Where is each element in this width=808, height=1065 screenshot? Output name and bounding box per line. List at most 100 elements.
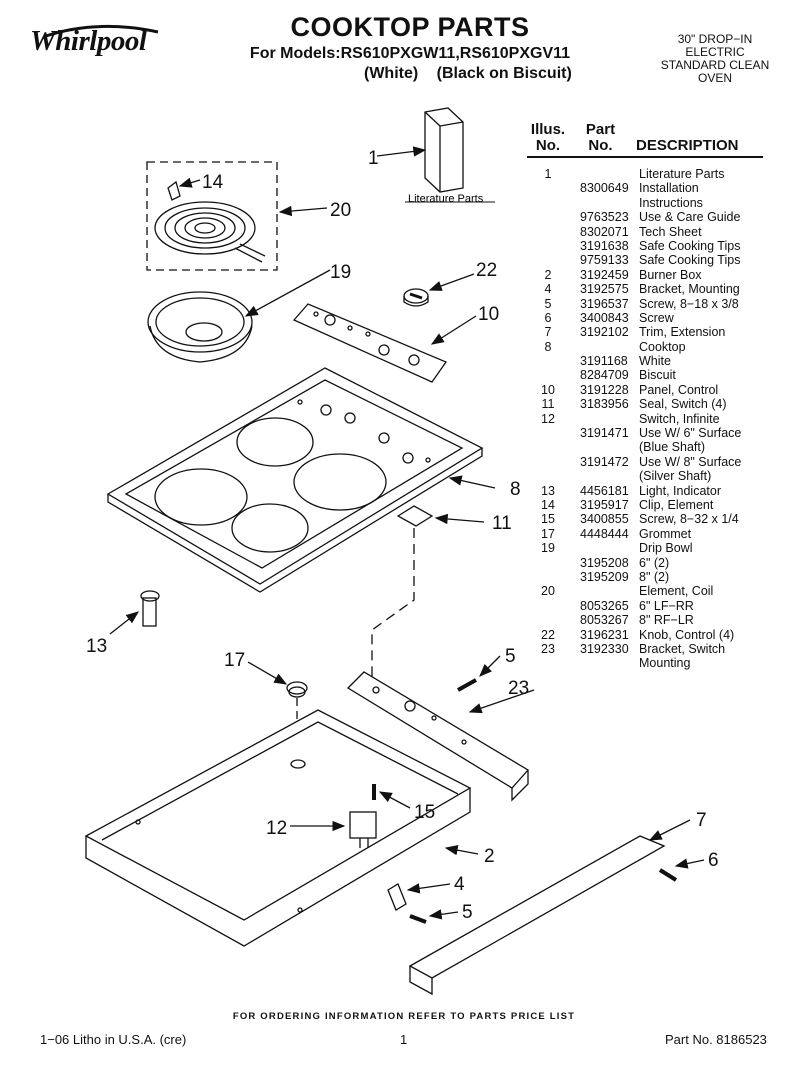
description-cell: 6" LF−RR	[639, 598, 694, 613]
description-cell: 6" (2)	[639, 555, 670, 570]
control-panel-graphic	[292, 303, 447, 383]
callout-13: 13	[86, 636, 107, 657]
drip-bowl-graphic	[147, 291, 253, 363]
litho-info: 1−06 Litho in U.S.A. (cre)	[40, 1032, 187, 1047]
column-header-part-line1: Part	[585, 121, 616, 138]
part-no-cell: 3192459	[580, 267, 629, 282]
product-description: 30" DROP−IN ELECTRIC STANDARD CLEAN OVEN	[640, 33, 790, 85]
illus-no-cell: 14	[541, 497, 555, 512]
illus-no-cell: 20	[541, 584, 555, 599]
part-no-cell: 3191228	[580, 382, 629, 397]
table-row: 8300649 Installation	[527, 181, 787, 195]
illus-no-cell: 15	[541, 512, 555, 527]
callout-22: 22	[476, 260, 497, 281]
part-no-cell: 3191472	[580, 454, 629, 469]
column-header-part: Part No.	[583, 122, 618, 154]
part-no-cell: 8053265	[580, 598, 629, 613]
table-row: (Blue Shaft)	[527, 440, 787, 454]
burner-box-graphic	[84, 709, 472, 947]
part-no-cell: 8300649	[580, 181, 629, 196]
callout-17: 17	[224, 650, 245, 671]
screw-6-graphic	[658, 868, 678, 882]
part-no-cell: 3195209	[580, 569, 629, 584]
description-cell: Bracket, Mounting	[639, 282, 740, 297]
element-coil-graphic	[154, 201, 266, 263]
callout-12: 12	[266, 818, 287, 839]
description-cell: Mounting	[639, 656, 691, 671]
description-cell: Drip Bowl	[639, 541, 693, 556]
part-no-cell: 3191168	[580, 354, 628, 369]
description-cell: (Blue Shaft)	[639, 440, 706, 455]
description-cell: Panel, Control	[639, 382, 719, 397]
part-no-cell: 3196231	[580, 627, 629, 642]
callout-2: 2	[484, 846, 495, 867]
illus-no-cell: 13	[541, 483, 555, 498]
description-cell: Trim, Extension	[639, 325, 726, 340]
switch-seal-graphic	[396, 505, 434, 527]
part-no-cell: 9759133	[580, 253, 629, 268]
description-cell: Installation	[639, 181, 699, 196]
column-header-illus: Illus. No.	[530, 122, 566, 154]
description-cell: (Silver Shaft)	[639, 469, 712, 484]
table-row: 8053265 6" LF−RR	[527, 599, 787, 613]
illus-no-cell: 19	[541, 541, 555, 556]
document-part-number: Part No. 8186523	[665, 1032, 767, 1047]
exploded-parts-diagram: Literature Parts 1 14 20 19 22 10 8 11 1…	[84, 107, 719, 996]
illus-no-cell: 17	[541, 526, 555, 541]
indicator-light-graphic	[140, 590, 160, 627]
part-no-cell: 4448444	[580, 526, 629, 541]
model-numbers: For Models:RS610PXGW11,RS610PXGV11	[249, 45, 571, 62]
illus-no-cell: 12	[541, 411, 555, 426]
description-cell: Safe Cooking Tips	[639, 253, 741, 268]
switch-bracket-graphic	[346, 671, 530, 802]
product-description-line: 30" DROP−IN	[677, 32, 753, 46]
element-clip-graphic	[167, 180, 181, 201]
element-coil-box	[146, 161, 278, 271]
part-no-cell: 9763523	[580, 210, 629, 225]
description-cell: Clip, Element	[639, 497, 714, 512]
description-cell: Screw, 8−32 x 1/4	[639, 512, 739, 527]
literature-parts-label: Literature Parts	[408, 193, 484, 205]
callout-20: 20	[330, 200, 351, 221]
part-no-cell: 3195208	[580, 555, 629, 570]
callout-15: 15	[414, 802, 435, 823]
product-description-line: ELECTRIC	[685, 45, 745, 59]
illus-no-cell: 8	[544, 339, 552, 354]
callout-1: 1	[368, 148, 379, 169]
description-cell: Cooktop	[639, 339, 686, 354]
description-cell: Bracket, Switch	[639, 641, 726, 656]
illus-no-cell: 4	[544, 282, 552, 297]
part-no-cell: 3400855	[580, 512, 629, 527]
description-cell: Screw	[639, 310, 674, 325]
column-header-description: DESCRIPTION	[636, 137, 739, 154]
illus-no-cell: 1	[544, 167, 552, 181]
column-header-part-line2: No.	[588, 137, 613, 154]
illus-no-cell: 6	[544, 310, 552, 325]
illus-no-cell: 5	[544, 296, 552, 311]
grommet-graphic	[286, 681, 308, 698]
description-cell: Seal, Switch (4)	[639, 397, 727, 412]
description-cell: Screw, 8−18 x 3/8	[639, 296, 739, 311]
product-description-line: OVEN	[697, 71, 732, 85]
callout-8: 8	[510, 479, 521, 500]
brand-logo: Whirlpool	[30, 25, 147, 57]
table-row: Instructions	[527, 196, 787, 210]
callout-4: 4	[454, 874, 465, 895]
cooktop-graphic	[106, 367, 484, 593]
part-no-cell: 3196537	[580, 296, 629, 311]
part-no-cell: 8053267	[580, 613, 629, 628]
